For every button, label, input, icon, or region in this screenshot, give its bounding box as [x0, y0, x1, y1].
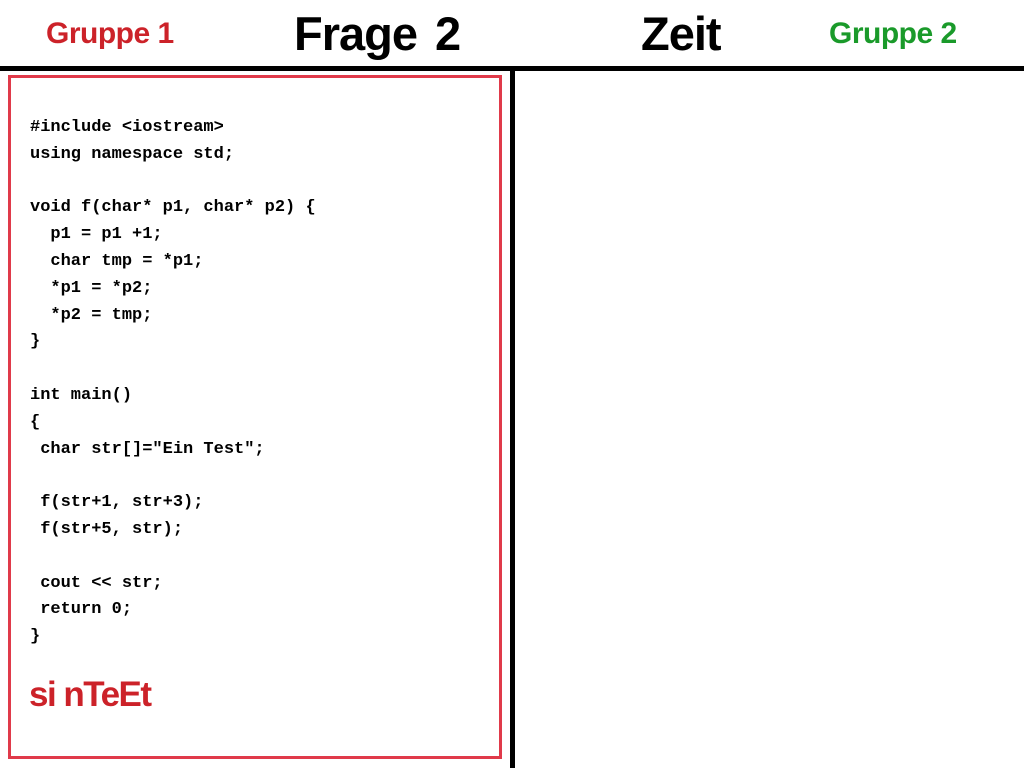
code-line: *p1 = *p2;	[30, 278, 153, 298]
column-divider	[510, 66, 515, 768]
code-line: f(str+5, str);	[30, 519, 184, 539]
group-1-label: Gruppe 1	[46, 17, 174, 50]
time-label: Zeit	[641, 7, 722, 60]
code-line: char str[]="Ein Test";	[30, 439, 265, 459]
code-line	[30, 356, 490, 383]
code-line: return 0;	[30, 600, 133, 620]
answer-text: si nTeEt	[29, 675, 152, 714]
code-listing: #include <iostream> using namespace std;…	[30, 115, 490, 651]
code-line: p1 = p1 +1;	[30, 225, 163, 245]
code-line	[30, 463, 490, 490]
code-line	[30, 544, 490, 571]
code-line: }	[30, 332, 41, 352]
group-2-label: Gruppe 2	[829, 17, 957, 50]
code-line: void f(char* p1, char* p2) {	[30, 198, 316, 218]
code-line: char tmp = *p1;	[30, 251, 204, 271]
code-line: *p2 = tmp;	[30, 305, 153, 325]
code-line: #include <iostream>	[30, 118, 224, 137]
header: Gruppe 1 Frage 2 Zeit Gruppe 2	[0, 0, 1024, 66]
code-line: {	[30, 412, 41, 432]
code-frame	[8, 75, 502, 759]
question-title: Frage	[294, 7, 418, 60]
question-number: 2	[435, 7, 461, 60]
code-line: }	[30, 627, 41, 647]
code-line: f(str+1, str+3);	[30, 493, 204, 513]
group-2-panel	[515, 71, 1024, 768]
code-line: using namespace std;	[30, 144, 235, 164]
code-line: cout << str;	[30, 573, 163, 593]
code-line	[30, 169, 490, 196]
code-line: int main()	[30, 385, 133, 405]
